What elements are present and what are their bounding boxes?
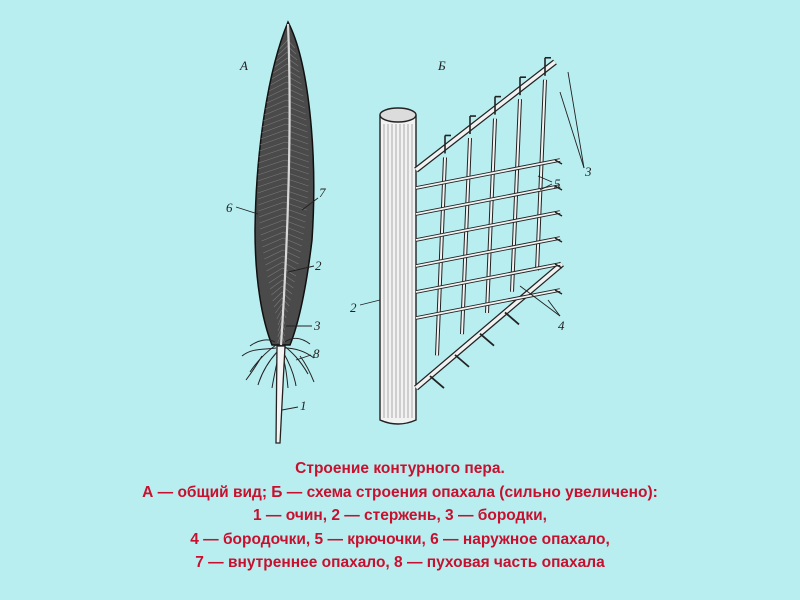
vane-barb-stroke (277, 45, 288, 56)
barb-grid (414, 56, 564, 391)
vane-barb-stroke (277, 321, 282, 332)
scheme-rachis (379, 115, 417, 425)
vane-barb-stroke (265, 99, 287, 110)
caption-line: 7 — внутреннее опахало, 8 — пуховая част… (195, 554, 605, 571)
vane-barb-stroke (259, 135, 286, 146)
vane-barb-stroke (261, 231, 284, 242)
scheme-barb-fill (536, 79, 546, 271)
vane-barb-stroke (259, 213, 284, 224)
vane-barb-stroke (267, 87, 287, 98)
vane-barb-stroke (257, 171, 285, 182)
label-a-outer-vane: 6 (226, 200, 233, 215)
scheme-barbule-fill (415, 185, 561, 215)
vane-barb-stroke (257, 165, 285, 176)
vane-barb-stroke (271, 69, 288, 80)
vane-scheme: Б 5 3 2 4 (350, 56, 592, 425)
vane-barb-stroke (273, 297, 283, 308)
vane-barb-stroke (269, 279, 283, 290)
scheme-barbule-fill (415, 159, 561, 189)
vane-barb-stroke (261, 123, 286, 134)
label-b-rachis: 2 (350, 300, 357, 315)
scheme-lower-spike (454, 354, 470, 368)
scheme-barb-fill (486, 118, 496, 313)
vane-barb-stroke (257, 183, 285, 194)
vane-barb-stroke (279, 39, 288, 50)
vane-barb-stroke (263, 111, 287, 122)
scheme-barbule-fill (415, 263, 561, 293)
vane-barb-stroke (271, 285, 283, 296)
vane-barb-stroke (267, 267, 283, 278)
scheme-hooklet (554, 185, 563, 191)
vane-barb-stroke (277, 327, 282, 338)
label-a-calamus: 1 (300, 398, 307, 413)
panel-a-label: А (239, 58, 248, 73)
label-a-downy: 8 (313, 346, 320, 361)
vane-barb-stroke (273, 63, 288, 74)
scheme-lower-barb-fill (414, 262, 564, 390)
label-a-rachis: 2 (315, 258, 322, 273)
vane-barb-stroke (260, 219, 284, 230)
scheme-hooklet (554, 237, 563, 243)
label-b-barbs: 3 (584, 164, 592, 179)
vane-barb-stroke (258, 159, 286, 170)
vane-barb-stroke (257, 189, 285, 200)
label-a-barbs: 3 (313, 318, 321, 333)
scheme-lower-spike (504, 311, 520, 326)
vane-barb-stroke (263, 243, 284, 254)
label-b-hooklets: 5 (554, 176, 561, 191)
scheme-barb-fill (461, 138, 471, 335)
panel-b-label: Б (437, 58, 446, 73)
scheme-barbule-fill (415, 237, 561, 267)
feather-general-view: А 6 7 2 3 8 1 (226, 20, 326, 444)
vane-barb-stroke (270, 75, 287, 86)
scheme-hooklet (554, 211, 563, 217)
scheme-upper-barb-fill (414, 60, 557, 172)
caption-line: А — общий вид; Б — схема строения опахал… (142, 483, 658, 501)
vane-barb-stroke (266, 93, 287, 104)
label-b-barbules: 4 (558, 318, 565, 333)
vane-barb-stroke (272, 291, 283, 302)
vane-barb-stroke (277, 315, 282, 326)
vane-barb-stroke (258, 147, 286, 158)
vane-barb-stroke (258, 201, 285, 212)
vane-barb-stroke (276, 309, 283, 320)
caption-title: Строение контурного пера. (295, 460, 505, 477)
vane-barb-stroke (258, 195, 285, 206)
scheme-hooklet (554, 263, 563, 269)
vane-barb-stroke (264, 249, 284, 260)
vane-barb-stroke (262, 117, 287, 128)
feather-rachis (279, 23, 291, 346)
vane-barb-stroke (274, 57, 288, 68)
feather-calamus (275, 345, 286, 444)
scheme-barbule-fill (415, 289, 561, 319)
scheme-barbule-fill (415, 211, 561, 241)
vane-barb-stroke (260, 129, 286, 140)
vane-barb-stroke (260, 225, 284, 236)
figure-caption: Строение контурного пера. А — общий вид;… (0, 457, 800, 575)
label-a-inner-vane: 7 (319, 185, 326, 200)
feather-structure-diagram: А 6 7 2 3 8 1 Б 5 3 2 4 (226, 20, 592, 444)
vane-barb-stroke (259, 141, 286, 152)
scheme-hooklet (554, 159, 563, 165)
scheme-hooklet (554, 289, 563, 295)
scheme-lower-spike (429, 375, 445, 389)
vane-barb-stroke (275, 303, 283, 314)
vane-barb-stroke (265, 255, 284, 266)
scheme-lower-spike (479, 332, 495, 347)
caption-line: 1 — очин, 2 — стержень, 3 — бородки, (253, 507, 547, 524)
vane-barb-stroke (257, 177, 285, 188)
vane-barb-stroke (268, 81, 287, 92)
vane-barb-stroke (276, 51, 288, 62)
scheme-barb-fill (436, 157, 446, 356)
vane-barb-stroke (264, 105, 287, 116)
scheme-rachis-top (379, 107, 417, 123)
vane-barb-stroke (258, 207, 285, 218)
vane-barb-stroke (266, 261, 283, 272)
vane-barb-stroke (262, 237, 284, 248)
caption-line: 4 — бородочки, 5 — крючочки, 6 — наружно… (190, 530, 610, 548)
vane-barb-stroke (258, 153, 286, 164)
vane-barb-stroke (268, 273, 283, 284)
rachis-hatching (383, 124, 413, 418)
